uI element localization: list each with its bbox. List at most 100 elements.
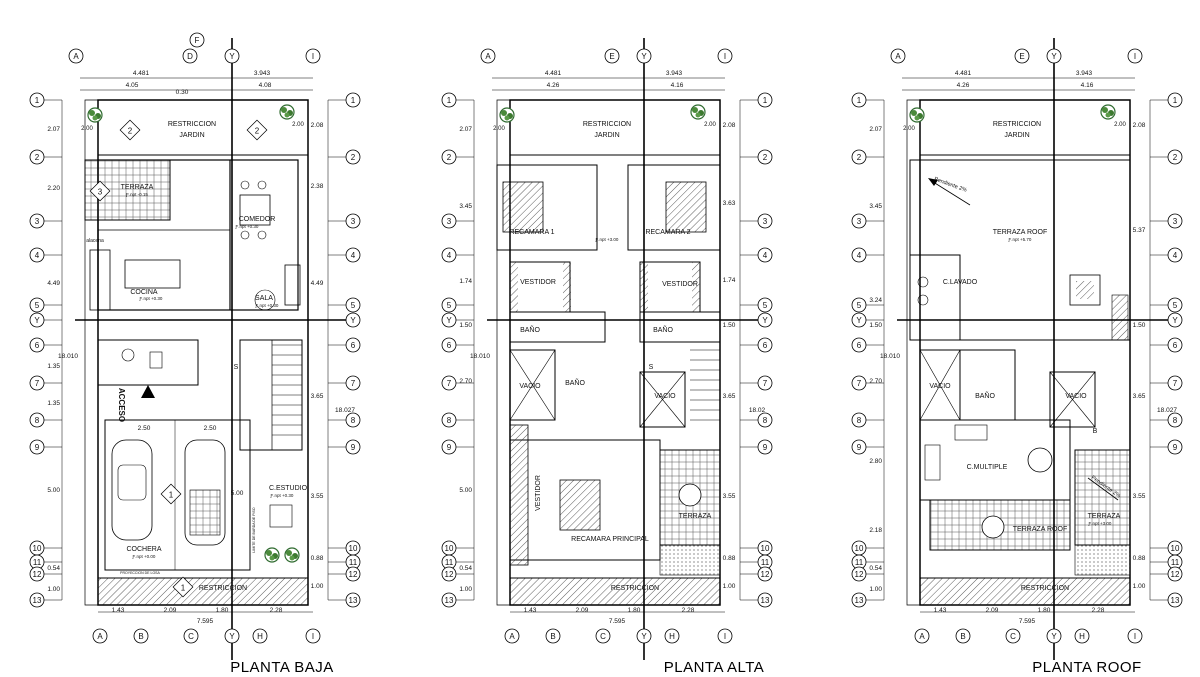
section-marker-diamond bbox=[172, 576, 194, 598]
room-label: RESTRICCION bbox=[168, 121, 216, 128]
axis-bubble-circle bbox=[252, 628, 268, 644]
axis-row-right-bubble: 7 bbox=[757, 375, 773, 391]
axis-col-bottom-bubble: I bbox=[1127, 628, 1143, 644]
dim-left: 0.54 bbox=[869, 565, 882, 572]
dim-right: 4.49 bbox=[311, 280, 324, 287]
level-note: Ƒ.npt +5.70 bbox=[1008, 237, 1032, 242]
axis-row-right-bubble: 12 bbox=[345, 566, 361, 582]
axis-bubble-label: 7 bbox=[1173, 379, 1178, 388]
axis-bubble-label: 9 bbox=[1173, 443, 1178, 452]
level-note: Ƒ.npt +0.30 bbox=[270, 493, 294, 498]
dim-bottom: 2.09 bbox=[576, 607, 589, 614]
axis-bubble-label: 3 bbox=[447, 217, 452, 226]
axis-bubble-label: 12 bbox=[761, 570, 770, 579]
axis-col-top-bubble: E bbox=[1014, 48, 1030, 64]
axis-bubble-label: 9 bbox=[35, 443, 40, 452]
axis-bubble-circle bbox=[504, 628, 520, 644]
room-label: VESTIDOR bbox=[535, 475, 542, 511]
section-marker: 1 bbox=[172, 576, 194, 598]
axis-bubble-circle bbox=[305, 48, 321, 64]
axis-row-right-bubble: 5 bbox=[757, 297, 773, 313]
level-note: Ƒ.npt +0.30 bbox=[255, 303, 279, 308]
dim-bottom: 1.80 bbox=[628, 607, 641, 614]
axis-col-top-bubble: Y bbox=[1046, 48, 1062, 64]
axis-bubble-label: 12 bbox=[33, 570, 42, 579]
dim-left: 0.54 bbox=[47, 565, 60, 572]
dim-bottom: 2.09 bbox=[164, 607, 177, 614]
room-label: VACIO bbox=[929, 383, 951, 390]
axis-row-left-bubble: 13 bbox=[851, 592, 867, 608]
axis-bubble-label: Y bbox=[856, 316, 862, 325]
section-marker-diamond bbox=[89, 180, 111, 202]
dim-top: 4.481 bbox=[133, 70, 150, 77]
axis-col-bottom-bubble: I bbox=[305, 628, 321, 644]
dim-right: 3.55 bbox=[1133, 493, 1146, 500]
dim-right-total: 18.02 bbox=[749, 407, 766, 414]
room-label: RECAMARA 2 bbox=[645, 229, 690, 236]
axis-row-right-bubble: 8 bbox=[757, 412, 773, 428]
axis-bubble-label: Y bbox=[229, 632, 235, 641]
axis-bubble-label: 11 bbox=[761, 558, 770, 567]
axis-row-left-bubble: 12 bbox=[29, 566, 45, 582]
axis-row-left-bubble: 2 bbox=[441, 149, 457, 165]
dim-left: 1.00 bbox=[47, 586, 60, 593]
axis-col-top-bubble: I bbox=[305, 48, 321, 64]
axis-col-bottom-bubble: C bbox=[595, 628, 611, 644]
dim-garage: 2.50 bbox=[204, 425, 217, 432]
axis-bubble-label: I bbox=[724, 632, 726, 641]
axis-row-left-bubble: 5 bbox=[29, 297, 45, 313]
axis-row-left-bubble: 6 bbox=[29, 337, 45, 353]
room-label: COCHERA bbox=[126, 546, 161, 553]
dim-small: 2.00 bbox=[292, 122, 304, 128]
axis-col-bottom-bubble: H bbox=[1074, 628, 1090, 644]
axis-row-right-bubble: 6 bbox=[757, 337, 773, 353]
room-label: VACIO bbox=[1065, 393, 1087, 400]
room-label: TERRAZA bbox=[1088, 513, 1121, 520]
dim-bottom: 2.09 bbox=[986, 607, 999, 614]
dim-left: 1.35 bbox=[47, 400, 60, 407]
axis-row-left-bubble: Y bbox=[441, 312, 457, 328]
axis-row-left-bubble: 3 bbox=[851, 213, 867, 229]
dim-top: 4.26 bbox=[957, 82, 970, 89]
axis-row-left-bubble: 6 bbox=[441, 337, 457, 353]
axis-bubble-label: 11 bbox=[349, 558, 358, 567]
axis-bubble-label: A bbox=[919, 632, 925, 641]
axis-col-bottom-bubble: A bbox=[914, 628, 930, 644]
axis-bubble-label: 2 bbox=[35, 153, 40, 162]
axis-row-right-bubble: 10 bbox=[1167, 540, 1183, 556]
axis-row-right-bubble: 9 bbox=[345, 439, 361, 455]
axis-col-bottom-bubble: A bbox=[92, 628, 108, 644]
dim-bottom: 2.28 bbox=[270, 607, 283, 614]
axis-bubble-label: H bbox=[1079, 632, 1085, 641]
axis-bubble-label: A bbox=[485, 52, 491, 61]
dim-right: 3.55 bbox=[723, 493, 736, 500]
axis-bubble-label: 10 bbox=[855, 544, 864, 553]
dim-right-total: 18.027 bbox=[335, 407, 355, 414]
axis-bubble-label: 10 bbox=[33, 544, 42, 553]
section-marker-label: 1 bbox=[169, 491, 174, 500]
axis-bubble-label: 2 bbox=[447, 153, 452, 162]
room-label: C.ESTUDIO bbox=[269, 485, 308, 492]
axis-bubble-label: 12 bbox=[855, 570, 864, 579]
axis-bubble-label: I bbox=[1134, 52, 1136, 61]
axis-bubble-label: 6 bbox=[1173, 341, 1178, 350]
dim-left: 4.49 bbox=[47, 280, 60, 287]
plan-title: PLANTA ALTA bbox=[664, 659, 765, 676]
section-marker-diamond bbox=[246, 119, 268, 141]
axis-bubble-label: A bbox=[97, 632, 103, 641]
room-label: JARDIN bbox=[1004, 132, 1029, 139]
axis-bubble-label: 4 bbox=[857, 251, 862, 260]
axis-bubble-label: 7 bbox=[447, 379, 452, 388]
level-note: Ƒ.npt +0.00 bbox=[132, 554, 156, 559]
axis-row-left-bubble: 4 bbox=[441, 247, 457, 263]
axis-bubble-label: 1 bbox=[1173, 96, 1178, 105]
stair-s-label: S bbox=[234, 364, 239, 371]
dim-right: 0.88 bbox=[1133, 555, 1146, 562]
axis-row-right-bubble: 4 bbox=[757, 247, 773, 263]
room-label: TERRAZA bbox=[679, 513, 712, 520]
dim-left-total: 18.010 bbox=[58, 353, 78, 360]
dim-right: 2.08 bbox=[1133, 122, 1146, 129]
axis-bubble-label: I bbox=[312, 632, 314, 641]
dim-left: 3.45 bbox=[459, 203, 472, 210]
axis-bubble-label: 6 bbox=[857, 341, 862, 350]
